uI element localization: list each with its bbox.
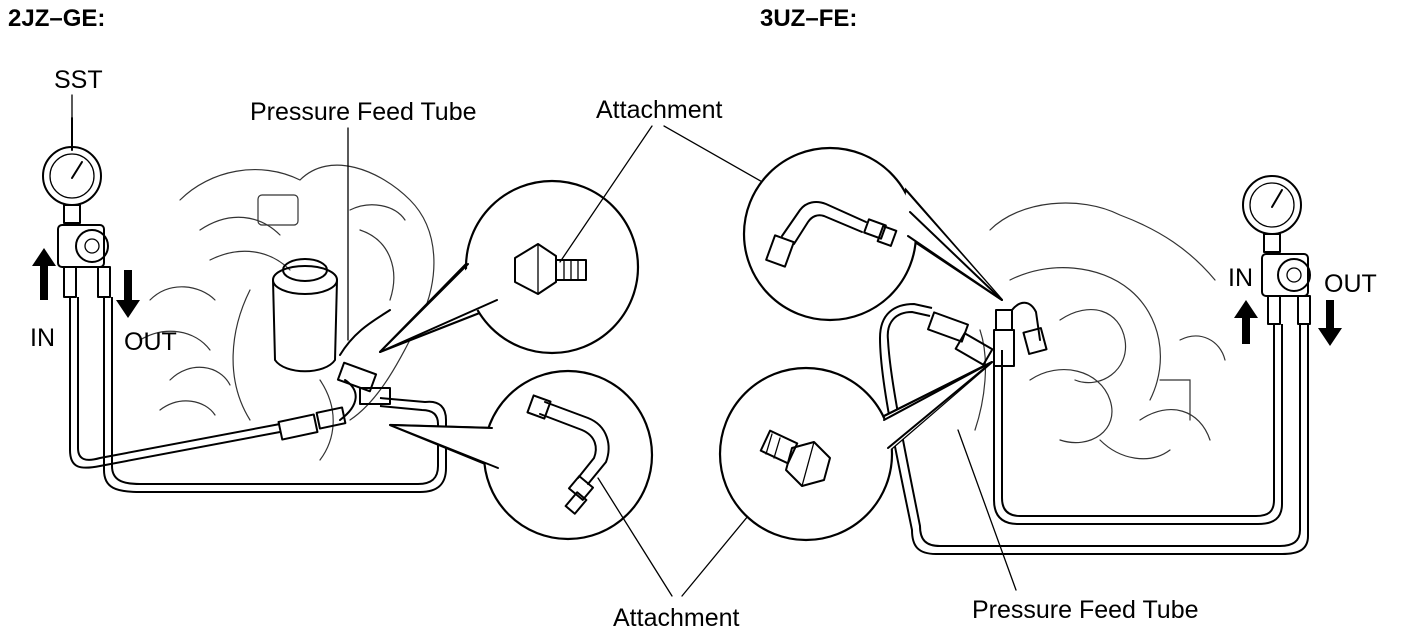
right-hoses [879, 301, 1309, 555]
heading-2jz-ge: 2JZ–GE: [8, 5, 105, 32]
attachment-top-leader-left [559, 125, 653, 263]
left-valve-handle-icon [57, 224, 111, 298]
left-pressure-gauge-icon [42, 117, 102, 224]
right-valve-handle-icon [1261, 253, 1311, 325]
left-out-arrow-down-icon [116, 270, 140, 318]
left-in-label: IN [30, 324, 55, 352]
left-callout-top [379, 179, 640, 355]
right-engine-sketch [974, 202, 1226, 460]
attachment-bottom-leader-left [597, 477, 673, 597]
attachment-label-bottom: Attachment [613, 604, 740, 632]
left-callout-bottom [389, 369, 654, 541]
left-hoses [69, 297, 447, 493]
right-out-arrow-down-icon [1318, 300, 1342, 346]
right-in-arrow-up-icon [1234, 300, 1258, 344]
left-in-arrow-up-icon [32, 248, 56, 300]
heading-3uz-fe: 3UZ–FE: [760, 5, 857, 32]
attachment-label-top: Attachment [596, 96, 723, 124]
sst-label: SST [54, 66, 103, 94]
right-callout-bottom [718, 361, 993, 542]
right-out-label: OUT [1324, 270, 1377, 298]
left-reservoir [272, 258, 338, 373]
right-in-label: IN [1228, 264, 1253, 292]
left-pressure-feed-tube-label: Pressure Feed Tube [250, 98, 477, 126]
right-feed-tube-leader [957, 429, 1017, 591]
right-pressure-gauge-icon [1242, 175, 1302, 253]
left-out-label: OUT [124, 328, 177, 356]
left-engine-sketch [139, 164, 435, 461]
right-pressure-feed-tube-label: Pressure Feed Tube [972, 596, 1199, 624]
right-callout-top [742, 146, 1003, 322]
